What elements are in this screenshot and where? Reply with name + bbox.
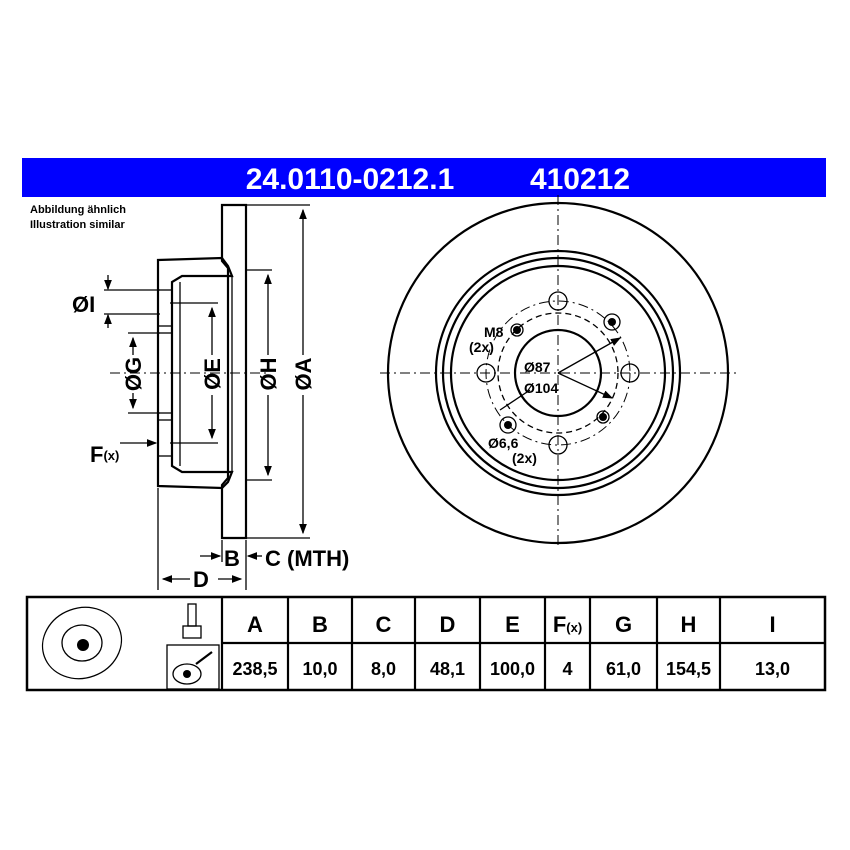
column-value-D: 48,1 xyxy=(430,659,465,679)
front-view: M8 (2x) Ø87 Ø104 Ø6,6 (2x) xyxy=(380,195,740,545)
column-value-A: 238,5 xyxy=(232,659,277,679)
column-value-F: 4 xyxy=(562,659,572,679)
column-value-I: 13,0 xyxy=(755,659,790,679)
illustration-note-de: Abbildung ähnlich xyxy=(30,204,126,216)
column-header-C: C xyxy=(376,612,392,637)
column-header-B: B xyxy=(312,612,328,637)
brake-disc-icon xyxy=(41,606,123,680)
header-bar: 24.0110-0212.1 410212 xyxy=(22,158,826,197)
label-m8: M8 xyxy=(484,324,504,340)
illustration-note-en: Illustration similar xyxy=(30,219,125,231)
column-header-D: D xyxy=(440,612,456,637)
column-header-I: I xyxy=(769,612,775,637)
label-d6-6: Ø6,6 xyxy=(488,435,519,451)
bolt-icon xyxy=(182,603,202,639)
dim-label-E: ØE xyxy=(200,358,225,390)
dim-label-G: ØG xyxy=(121,357,146,391)
column-value-E: 100,0 xyxy=(490,659,535,679)
column-header-A: A xyxy=(247,612,263,637)
measuring-tool-icon xyxy=(166,644,220,690)
dim-label-A: ØA xyxy=(291,357,316,390)
cross-section-view: ØI ØG ØE ØH ØA F(x) B C (MTH) D xyxy=(72,203,349,592)
column-header-H: H xyxy=(681,612,697,637)
dim-label-H: ØH xyxy=(256,358,281,391)
column-value-C: 8,0 xyxy=(371,659,396,679)
label-m8-count: (2x) xyxy=(469,339,494,355)
dim-label-B: B xyxy=(224,546,240,571)
dim-label-F: F(x) xyxy=(90,442,119,467)
column-value-B: 10,0 xyxy=(302,659,337,679)
column-header-E: E xyxy=(505,612,520,637)
part-number: 24.0110-0212.1 xyxy=(246,163,455,196)
column-header-F: F(x) xyxy=(553,612,582,637)
label-d104: Ø104 xyxy=(524,380,558,396)
dim-label-I: ØI xyxy=(72,292,95,317)
label-d6-6-count: (2x) xyxy=(512,450,537,466)
dimensions-table: A 238,5 B 10,0 C 8,0 D 48,1 E 100,0 F(x) 4 G 61,0 H 154… xyxy=(25,595,827,692)
reference-number: 410212 xyxy=(530,163,630,196)
dim-label-D: D xyxy=(193,567,209,592)
dim-label-C: C (MTH) xyxy=(265,546,349,571)
label-d87: Ø87 xyxy=(524,359,551,375)
column-value-G: 61,0 xyxy=(606,659,641,679)
column-header-G: G xyxy=(615,612,632,637)
column-value-H: 154,5 xyxy=(666,659,711,679)
